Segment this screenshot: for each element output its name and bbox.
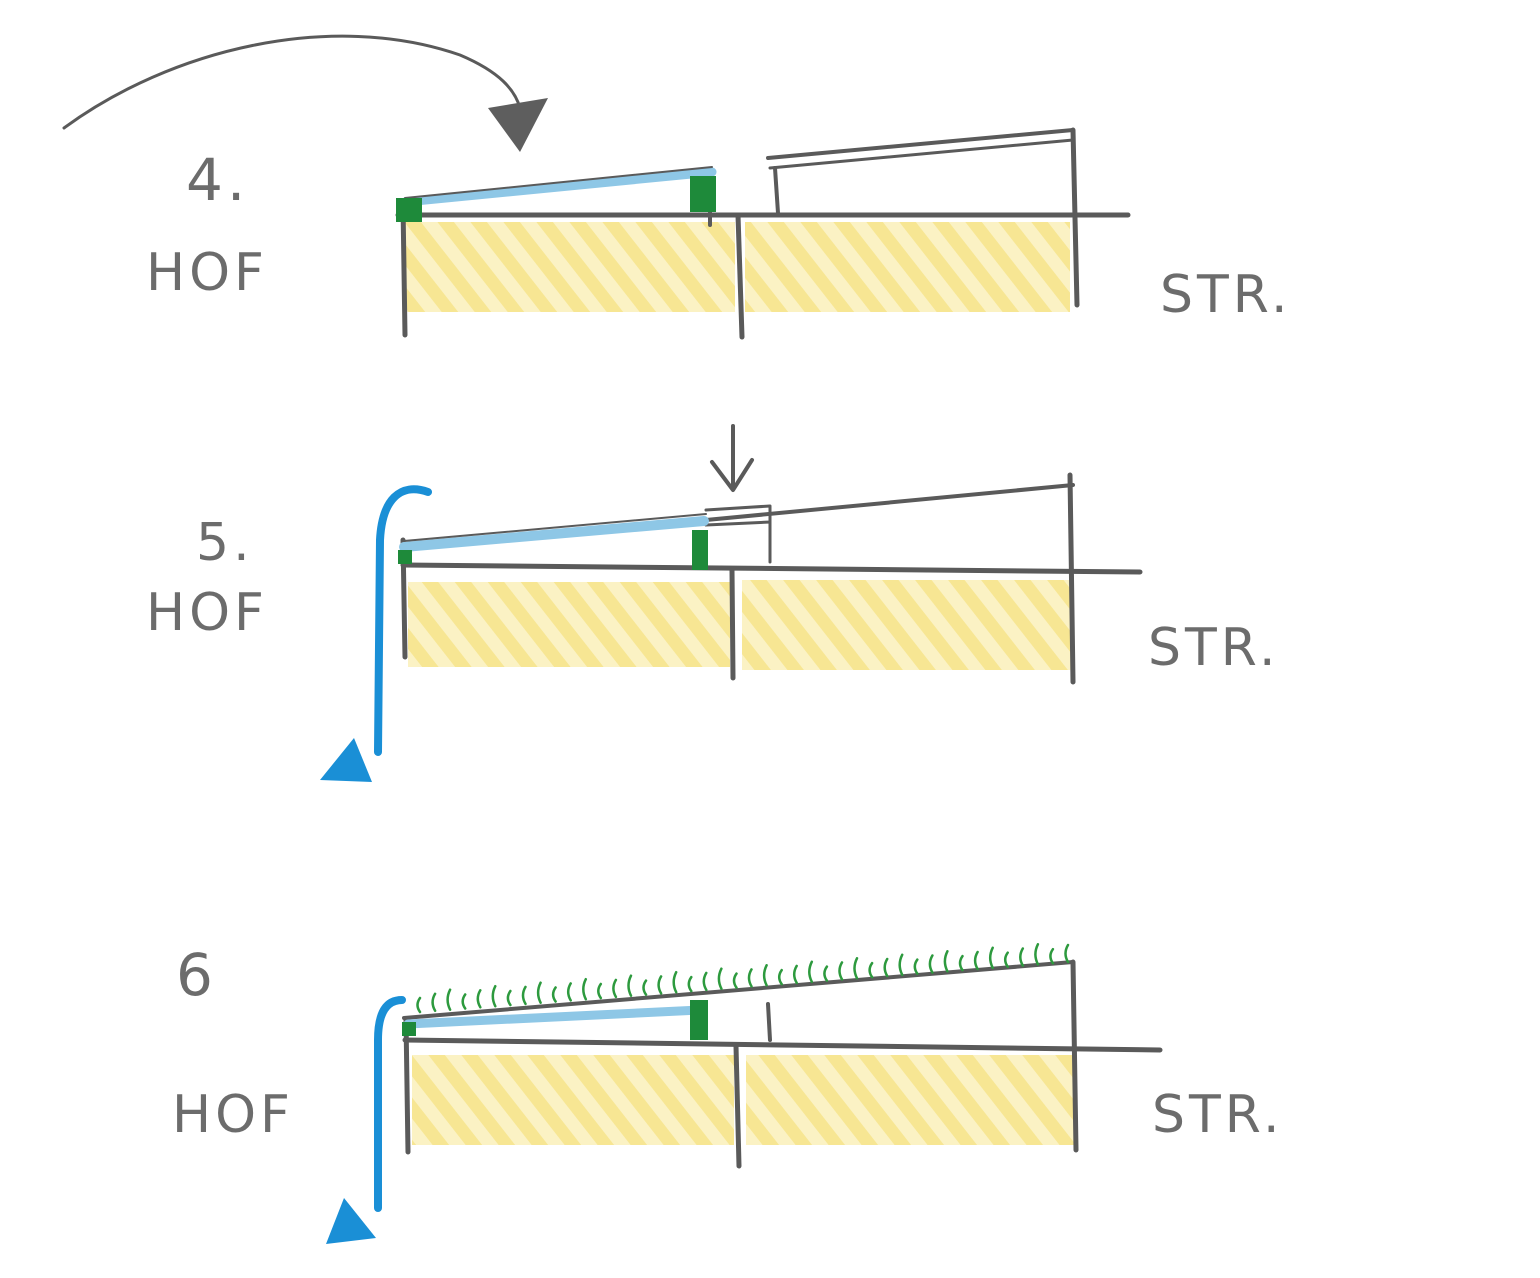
planting-stroke — [898, 953, 904, 977]
support-block-left — [402, 1022, 416, 1036]
wall-left — [403, 1017, 411, 1155]
planting-stroke — [672, 970, 678, 994]
roof-element-outline — [404, 166, 713, 199]
support-block-left — [398, 550, 412, 564]
left-label: HOF — [146, 583, 268, 643]
step-4: 4. HOF STR. — [62, 34, 1292, 340]
planting-stroke — [868, 961, 874, 979]
planting-stroke — [566, 982, 572, 1002]
green-roof-planting — [416, 943, 1070, 1014]
planting-stroke — [446, 988, 452, 1011]
planting-stroke — [642, 979, 648, 996]
ground-hatch-left — [412, 1055, 734, 1145]
roof-right-lower — [768, 138, 1075, 170]
planting-stroke — [461, 993, 467, 1010]
drain-arrow-head — [320, 738, 372, 782]
move-arrow-curve — [62, 34, 522, 130]
roof-element-blue — [399, 516, 709, 552]
planting-stroke — [551, 986, 557, 1003]
planting-stroke — [973, 950, 979, 971]
support-block-right — [690, 1000, 708, 1040]
ground-hatch-left — [408, 582, 730, 667]
planting-stroke — [491, 984, 497, 1008]
planting-stroke — [928, 954, 934, 974]
step-6: 6 HOF STR. — [172, 941, 1284, 1244]
planting-stroke — [792, 964, 798, 985]
planting-stroke — [1019, 947, 1025, 967]
planting-stroke — [913, 958, 919, 975]
ground-line — [400, 562, 1143, 575]
left-label: HOF — [146, 243, 268, 303]
roof-stop — [766, 1002, 772, 1042]
support-block-right — [690, 176, 716, 212]
planting-stroke — [597, 982, 603, 1000]
planting-stroke — [612, 978, 618, 999]
planting-stroke — [521, 985, 527, 1006]
planting-stroke — [853, 957, 859, 980]
planting-stroke — [732, 972, 738, 989]
planting-stroke — [943, 950, 949, 973]
ground-hatch-right — [746, 1055, 1076, 1145]
planting-stroke — [1034, 943, 1040, 966]
roof-right-post — [773, 166, 780, 215]
planting-stroke — [536, 981, 542, 1004]
planting-stroke — [988, 946, 994, 970]
ground-line — [402, 1037, 1163, 1053]
wall-right — [1067, 472, 1076, 685]
wall-right — [1070, 959, 1079, 1153]
planting-stroke — [431, 992, 437, 1013]
planting-stroke — [747, 968, 753, 988]
planting-stroke — [717, 967, 723, 990]
ground-hatch-right — [742, 580, 1072, 670]
drain-arrow-head — [326, 1198, 376, 1244]
wall-middle — [735, 212, 745, 340]
planting-stroke — [1064, 943, 1070, 964]
planting-stroke — [657, 975, 663, 995]
support-block-left — [396, 198, 422, 222]
planting-stroke — [627, 974, 633, 997]
planting-stroke — [762, 964, 768, 987]
planting-stroke — [702, 971, 708, 992]
roof-continuous — [402, 960, 1075, 1020]
planting-stroke — [416, 996, 422, 1014]
ground-hatch-right — [745, 222, 1070, 312]
down-arrow-head — [710, 458, 754, 492]
wall-left — [400, 202, 408, 338]
step-number: 5. — [196, 513, 254, 573]
planting-stroke — [883, 957, 889, 978]
left-label: HOF — [172, 1085, 294, 1145]
right-label: STR. — [1148, 618, 1280, 678]
step-5: 5. HOF STR. — [146, 424, 1280, 782]
planting-stroke — [1049, 947, 1055, 965]
roof-element-outline — [403, 513, 707, 542]
drain-arrow-line — [374, 996, 406, 1212]
wall-middle — [733, 1043, 742, 1169]
right-label: STR. — [1152, 1085, 1284, 1145]
planting-stroke — [777, 968, 783, 986]
right-label: STR. — [1160, 265, 1292, 325]
planting-stroke — [1003, 951, 1009, 968]
planting-stroke — [582, 977, 588, 1001]
move-arrow-head — [488, 98, 548, 152]
wall-right — [1070, 127, 1080, 308]
step-number: 6 — [176, 941, 217, 1009]
wall-middle — [729, 567, 736, 681]
support-block-right — [692, 530, 708, 570]
roof-element-blue — [400, 167, 717, 207]
roof-right-upper — [766, 128, 1075, 160]
planting-stroke — [958, 954, 964, 972]
planting-stroke — [823, 965, 829, 982]
roof-joint-box — [704, 504, 772, 564]
planting-stroke — [838, 961, 844, 981]
planting-stroke — [687, 975, 693, 993]
planting-stroke — [808, 960, 814, 984]
roof-right — [704, 483, 1075, 522]
drain-arrow-line — [374, 485, 432, 756]
planting-stroke — [506, 989, 512, 1007]
ground-hatch-left — [405, 222, 735, 312]
planting-stroke — [476, 989, 482, 1009]
step-number: 4. — [186, 146, 249, 214]
roof-element-blue — [403, 1005, 705, 1029]
